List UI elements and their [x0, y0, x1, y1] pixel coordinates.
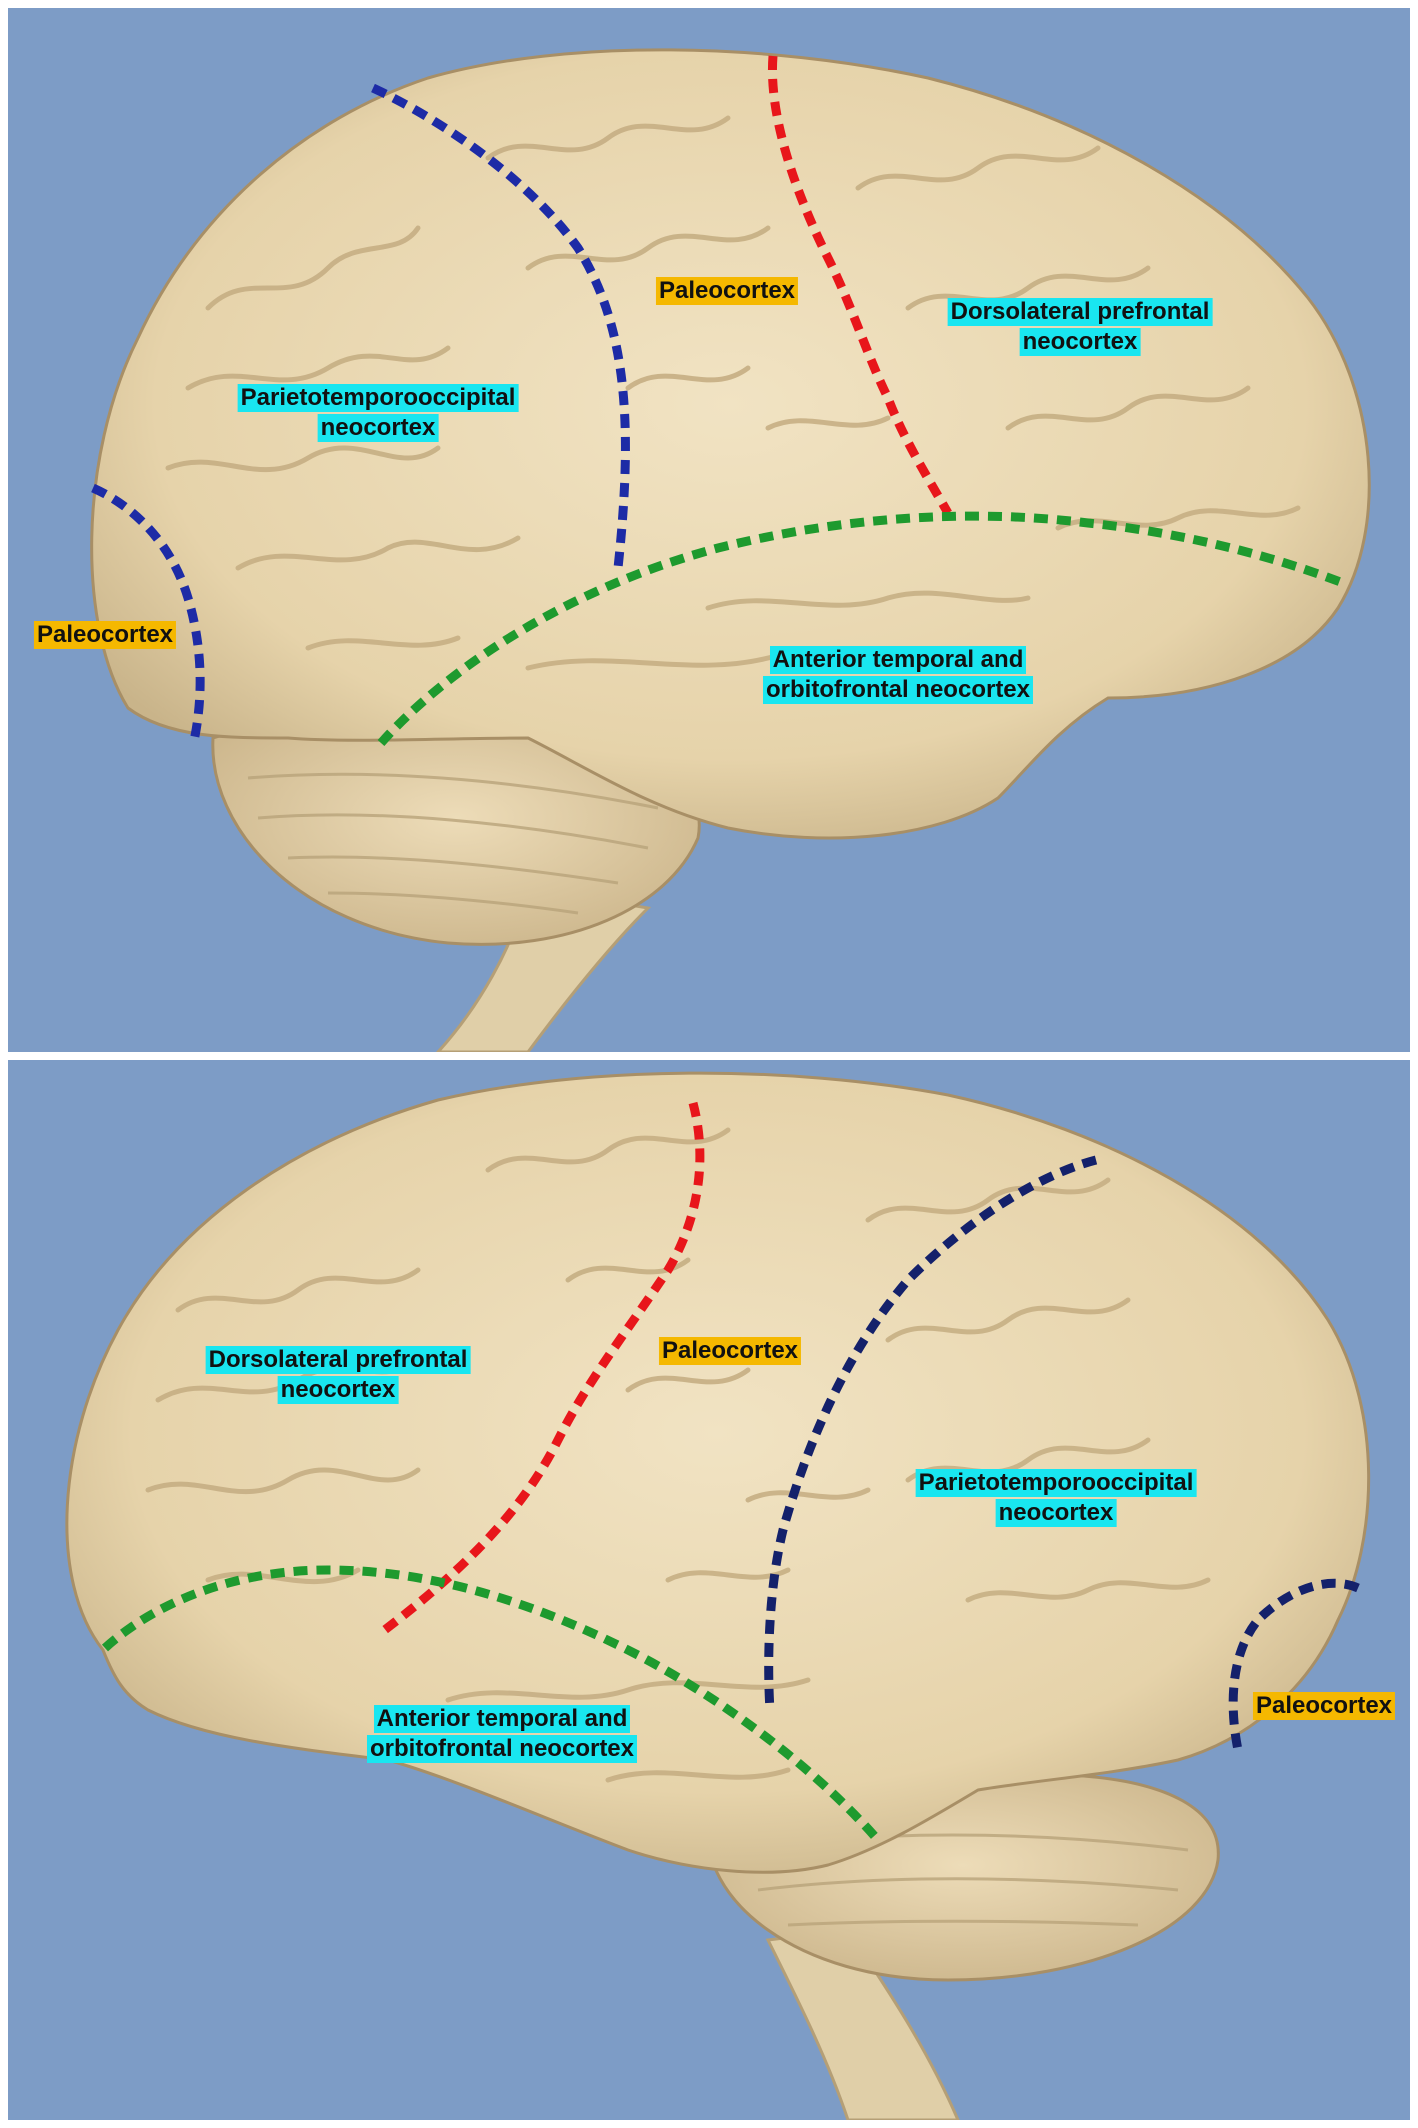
- top-blue-boundary-parietal: [371, 83, 630, 569]
- top-label-parietal-line1: Parietotemporooccipital: [237, 384, 519, 412]
- top-label-anterior-line2: orbitofrontal neocortex: [762, 676, 1034, 704]
- bottom-label-anterior-temporal-orbitofrontal: Anterior temporal and orbitofrontal neoc…: [366, 1704, 638, 1764]
- bottom-label-anterior-line1: Anterior temporal and: [373, 1705, 631, 1733]
- bottom-navy-boundary-occipital: [1228, 1578, 1360, 1751]
- bottom-brain-panel: Dorsolateral prefrontal neocortex Paleoc…: [8, 1060, 1410, 2120]
- top-brain-panel: Paleocortex Dorsolateral prefrontal neoc…: [8, 8, 1410, 1052]
- bottom-red-boundary: [375, 1101, 705, 1639]
- top-label-paleocortex-upper-text: Paleocortex: [655, 277, 799, 305]
- top-label-parietotemporooccipital: Parietotemporooccipital neocortex: [237, 383, 519, 443]
- top-cerebrum: [90, 48, 1371, 840]
- top-label-dorsolateral-prefrontal: Dorsolateral prefrontal neocortex: [947, 297, 1213, 357]
- bottom-navy-boundary-parietal: [764, 1155, 1098, 1711]
- bottom-cerebrum: [65, 1071, 1371, 1874]
- top-label-paleocortex-upper: Paleocortex: [655, 276, 799, 306]
- bottom-label-paleocortex-right: Paleocortex: [1252, 1691, 1396, 1721]
- bottom-label-parietal-line2: neocortex: [995, 1499, 1117, 1527]
- bottom-label-dorsolateral-line1: Dorsolateral prefrontal: [205, 1346, 471, 1374]
- bottom-green-boundary: [101, 1565, 882, 1843]
- top-label-dorsolateral-line1: Dorsolateral prefrontal: [947, 298, 1213, 326]
- top-label-anterior-line1: Anterior temporal and: [769, 646, 1027, 674]
- bottom-label-paleocortex-upper-text: Paleocortex: [658, 1337, 802, 1365]
- bottom-label-dorsolateral-line2: neocortex: [277, 1376, 399, 1404]
- top-green-boundary: [377, 511, 1345, 746]
- top-red-boundary: [767, 55, 952, 516]
- top-label-paleocortex-left: Paleocortex: [33, 620, 177, 650]
- top-label-anterior-temporal-orbitofrontal: Anterior temporal and orbitofrontal neoc…: [762, 645, 1034, 705]
- top-label-dorsolateral-line2: neocortex: [1019, 328, 1141, 356]
- bottom-label-anterior-line2: orbitofrontal neocortex: [366, 1735, 638, 1763]
- bottom-label-parietal-line1: Parietotemporooccipital: [915, 1469, 1197, 1497]
- top-label-parietal-line2: neocortex: [317, 414, 439, 442]
- bottom-label-paleocortex-right-text: Paleocortex: [1252, 1692, 1396, 1720]
- bottom-label-dorsolateral-prefrontal: Dorsolateral prefrontal neocortex: [205, 1345, 471, 1405]
- top-label-paleocortex-left-text: Paleocortex: [33, 621, 177, 649]
- top-brain-illustration: [8, 8, 1410, 1052]
- bottom-brain-illustration: [8, 1060, 1410, 2120]
- bottom-label-paleocortex-upper: Paleocortex: [658, 1336, 802, 1366]
- top-blue-boundary-occipital: [91, 483, 205, 742]
- top-brainstem: [435, 886, 652, 1052]
- bottom-label-parietotemporooccipital: Parietotemporooccipital neocortex: [915, 1468, 1197, 1528]
- bottom-brainstem: [765, 1928, 960, 2120]
